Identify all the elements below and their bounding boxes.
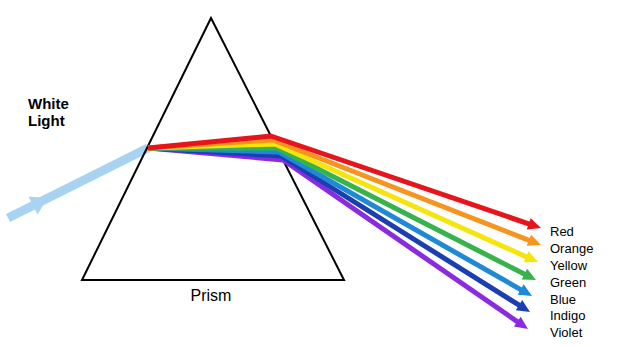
ray-arrowhead	[524, 251, 538, 262]
prism-label: Prism	[191, 287, 232, 305]
color-label: Green	[550, 275, 586, 290]
color-label: Indigo	[550, 308, 585, 323]
color-ray	[148, 136, 541, 229]
beam-arrowhead	[29, 197, 48, 215]
ray-line	[148, 136, 532, 225]
ray-arrowhead	[527, 218, 541, 229]
ray-arrowhead	[516, 300, 530, 312]
color-label: Orange	[550, 241, 593, 256]
white-light-beam	[8, 148, 148, 218]
color-ray	[148, 148, 528, 329]
beam-group	[8, 148, 148, 218]
color-label: Violet	[550, 325, 582, 340]
ray-arrowhead	[514, 317, 528, 329]
color-ray	[148, 140, 541, 246]
color-label: Blue	[550, 292, 576, 307]
ray-arrowhead	[527, 235, 541, 246]
ray-line	[148, 140, 532, 241]
color-label: Yellow	[550, 258, 587, 273]
ray-arrowhead	[518, 284, 532, 296]
ray-group	[148, 136, 541, 329]
color-label: Red	[550, 224, 574, 239]
ray-arrowhead	[522, 269, 536, 280]
color-ray	[148, 148, 532, 296]
beam-label: White Light	[28, 95, 90, 129]
